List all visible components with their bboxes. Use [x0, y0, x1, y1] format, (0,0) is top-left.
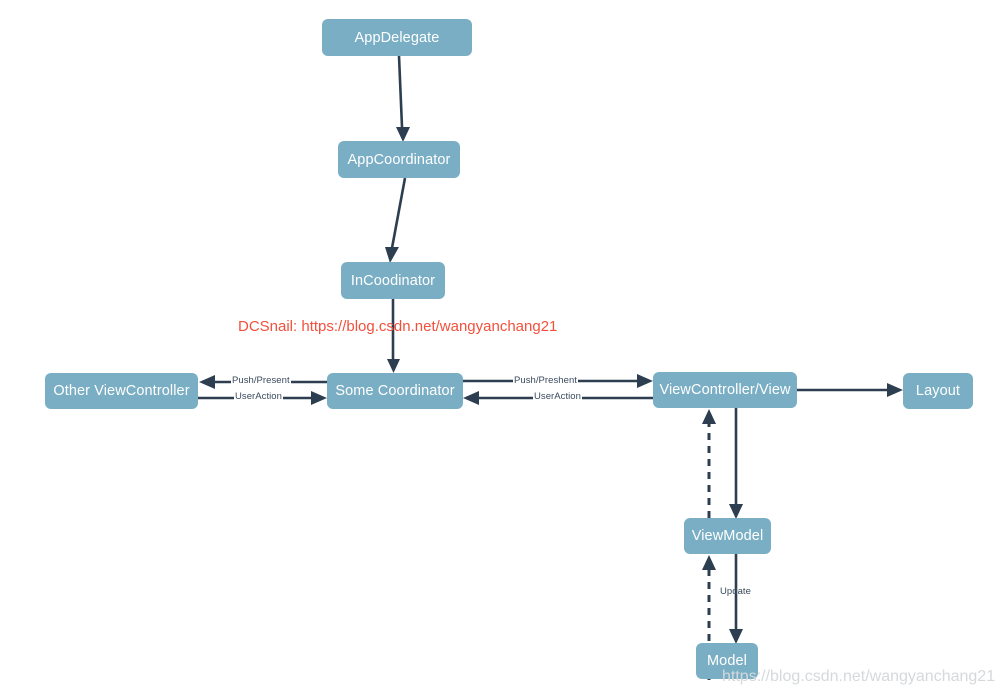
- node-model[interactable]: Model: [696, 643, 758, 679]
- node-other-viewcontroller-label: Other ViewController: [53, 383, 190, 399]
- edge-label-update: Update: [720, 586, 751, 597]
- edge-appcoordinator-to-incoodinator: [385, 177, 407, 263]
- node-some-coordinator-label: Some Coordinator: [335, 383, 455, 399]
- edge-label-push-present: Push/Present: [231, 375, 291, 386]
- node-model-label: Model: [707, 653, 747, 669]
- watermark-secondary: https://blog.csdn.net/wangyanchang21: [722, 668, 996, 685]
- node-layout[interactable]: Layout: [903, 373, 973, 409]
- edge-appdelegate-to-appcoordinator: [396, 55, 410, 142]
- edge-incoodinator-to-somecoordinator: [387, 299, 400, 373]
- watermark-primary: DCSnail: https://blog.csdn.net/wangyanch…: [238, 318, 558, 335]
- edge-label-push-preshent: Push/Preshent: [513, 375, 578, 386]
- node-viewcontroller-view[interactable]: ViewController/View: [653, 372, 797, 408]
- edge-viewmodel-to-viewcontroller: [702, 409, 716, 518]
- node-app-coordinator[interactable]: AppCoordinator: [338, 141, 460, 178]
- node-layout-label: Layout: [915, 383, 961, 399]
- node-viewcontroller-view-label: ViewController/View: [659, 382, 791, 398]
- node-viewmodel[interactable]: ViewModel: [684, 518, 771, 554]
- node-app-delegate-label: AppDelegate: [354, 29, 440, 46]
- edge-label-useraction-right: UserAction: [533, 391, 582, 402]
- node-app-coordinator-label: AppCoordinator: [347, 151, 451, 168]
- edge-viewcontroller-to-viewmodel: [729, 408, 743, 519]
- node-other-viewcontroller[interactable]: Other ViewController: [45, 373, 198, 409]
- node-in-coodinator[interactable]: InCoodinator: [341, 262, 445, 299]
- node-some-coordinator[interactable]: Some Coordinator: [327, 373, 463, 409]
- node-in-coodinator-label: InCoodinator: [350, 272, 436, 289]
- edge-viewmodel-to-model: [729, 554, 743, 644]
- node-app-delegate[interactable]: AppDelegate: [322, 19, 472, 56]
- edge-viewcontroller-to-layout: [797, 383, 903, 397]
- node-viewmodel-label: ViewModel: [691, 528, 764, 544]
- edge-label-useraction-left: UserAction: [234, 391, 283, 402]
